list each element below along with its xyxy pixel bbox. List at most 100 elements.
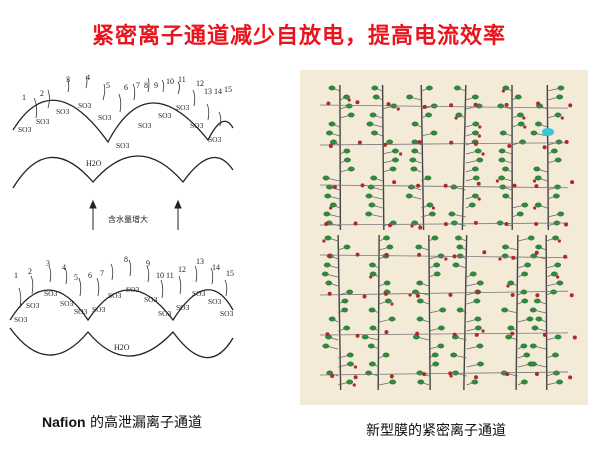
sulfonate-group: [550, 148, 558, 154]
sulfonate-group: [469, 271, 477, 277]
sulfonate-group: [346, 289, 354, 295]
sulfonate-group: [431, 352, 439, 358]
oxygen-atom: [449, 140, 454, 145]
so3-label: SO3: [144, 295, 158, 304]
oxygen-atom: [326, 101, 331, 106]
oxygen-atom: [505, 372, 510, 377]
oxygen-atom: [443, 222, 448, 227]
oxygen-atom: [557, 239, 561, 243]
sulfonate-group: [347, 361, 354, 367]
oxygen-atom: [506, 284, 510, 288]
backbone-chain: [546, 84, 550, 231]
highlight-atom: [542, 128, 554, 136]
sulfonate-group: [408, 184, 415, 190]
sulfonate-group: [502, 85, 510, 91]
water-label-bottom: H2O: [114, 343, 130, 352]
sulfonate-group: [529, 307, 537, 313]
top-hump-group: [12, 99, 234, 189]
oxygen-atom: [564, 222, 569, 227]
so3-label: SO3: [176, 303, 190, 312]
num-label: 10: [156, 271, 164, 280]
oxygen-atom: [418, 225, 423, 230]
so3-label: SO3: [176, 103, 190, 112]
sulfonate-group: [392, 157, 399, 163]
sulfonate-group: [369, 361, 376, 367]
sulfonate-group: [416, 280, 424, 286]
sulfonate-group: [341, 307, 349, 313]
sulfonate-group: [471, 94, 479, 100]
sulfonate-group: [502, 244, 509, 250]
num-label: 11: [166, 271, 174, 280]
sulfonate-group: [367, 343, 375, 349]
sulfonate-group: [343, 94, 350, 100]
oxygen-atom: [473, 141, 478, 146]
oxygen-atom: [454, 116, 458, 120]
num-label: 14: [212, 263, 220, 272]
so3-label: SO3: [220, 309, 234, 318]
sulfonate-group: [533, 166, 541, 172]
sulfonate-group: [557, 85, 565, 91]
sulfonate-group: [382, 352, 390, 358]
sulfonate-group: [552, 352, 559, 358]
sulfonate-group: [433, 271, 441, 277]
sulfonate-group: [368, 307, 376, 313]
oxygen-atom: [498, 257, 502, 261]
top-so3-labels: SO3 SO3 SO3 SO3 SO3 SO3 SO3 SO3 SO3 SO3 …: [18, 101, 222, 150]
sulfonate-group: [437, 325, 445, 331]
sulfonate-group: [428, 211, 436, 217]
so3-label: SO3: [192, 289, 206, 298]
sulfonate-group: [371, 130, 378, 136]
oxygen-atom: [324, 221, 329, 226]
sulfonate-group: [556, 379, 563, 385]
sulfonate-group: [476, 280, 484, 286]
num-label: 15: [224, 85, 232, 94]
num-label: 7: [136, 81, 140, 90]
sulfonate-group: [370, 175, 378, 181]
sulfonate-group: [456, 244, 464, 250]
sulfonate-group: [535, 244, 543, 250]
oxygen-atom: [477, 134, 481, 138]
sulfonate-group: [530, 361, 537, 367]
num-label: 1: [22, 93, 26, 102]
oxygen-atom: [353, 365, 358, 369]
sulfonate-group: [323, 262, 331, 268]
top-number-labels: 1 2 3 4 5 6 7 8 9 10 11 12 13 14 15: [22, 73, 232, 102]
sulfonate-group: [406, 94, 413, 100]
sulfonate-group: [453, 85, 461, 91]
oxygen-atom: [389, 374, 394, 379]
sulfonate-group: [324, 235, 332, 241]
oxygen-atom: [556, 275, 560, 279]
oxygen-atom: [495, 179, 500, 183]
sulfonate-group: [328, 85, 336, 91]
sulfonate-group: [343, 148, 351, 154]
sulfonate-group: [498, 175, 505, 181]
sulfonate-group: [456, 253, 464, 259]
sulfonate-group: [531, 325, 539, 331]
sulfonate-group: [501, 307, 509, 313]
sulfonate-group: [496, 220, 504, 226]
so3-label: SO3: [158, 309, 172, 318]
sulfonate-group: [369, 271, 377, 277]
sulfonate-group: [322, 175, 330, 181]
sulfonate-group: [554, 184, 561, 190]
num-label: 3: [46, 259, 50, 268]
oxygen-atom: [504, 102, 509, 107]
sulfonate-group: [455, 112, 463, 118]
crosslink-bond: [319, 290, 569, 296]
oxygen-atom: [452, 254, 457, 259]
sulfonate-group: [552, 193, 560, 199]
num-label: 7: [100, 269, 104, 278]
sulfonate-group: [556, 280, 564, 286]
num-label: 10: [166, 77, 174, 86]
sulfonate-group: [521, 202, 529, 208]
oxygen-atom: [568, 375, 573, 380]
sulfonate-group: [505, 334, 513, 340]
sulfonate-group: [431, 235, 439, 241]
sulfonate-group: [411, 121, 419, 127]
oxygen-atom: [415, 293, 420, 298]
sulfonate-group: [451, 220, 458, 226]
sulfonate-group: [324, 193, 332, 199]
oxygen-atom: [387, 223, 392, 228]
sulfonate-group: [472, 175, 480, 181]
num-label: 6: [88, 271, 92, 280]
